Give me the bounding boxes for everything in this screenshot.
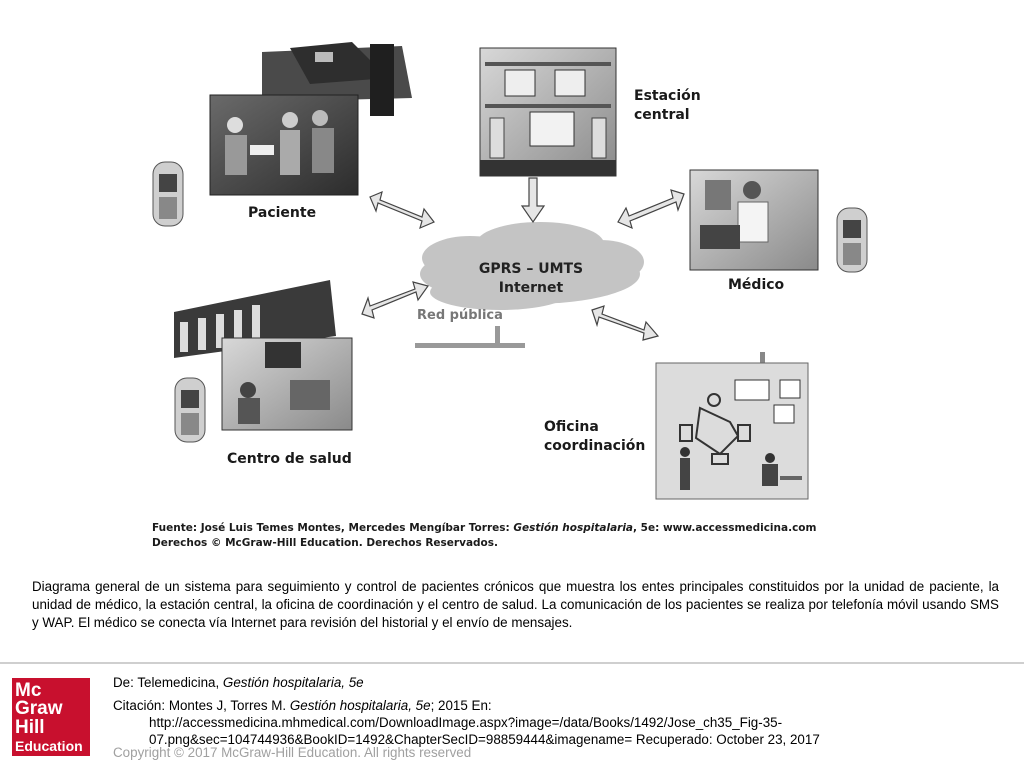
mcgraw-hill-logo: Mc Graw Hill Education (12, 678, 90, 756)
copyright-notice: Copyright © 2017 McGraw-Hill Education. … (113, 745, 472, 760)
node-label-health-center: Centro de salud (227, 451, 352, 467)
node-label-coordination-office: Oficina coordinación (544, 419, 646, 454)
from-prefix: De: Telemedicina, (113, 675, 223, 690)
citation-footer: De: Telemedicina, Gestión hospitalaria, … (113, 674, 820, 748)
figure-source-line2: Derechos © McGraw-Hill Education. Derech… (152, 537, 498, 549)
cloud-label-line2: Internet (498, 280, 564, 296)
node-label-patient: Paciente (248, 205, 317, 221)
source-suffix: , 5e: www.accessmedicina.com (633, 522, 817, 534)
from-book-title: Gestión hospitalaria, 5e (222, 675, 364, 690)
cloud-label-line1: GPRS – UMTS (478, 261, 584, 277)
logo-line-hill: Hill (15, 717, 45, 738)
figure-source-line1: Fuente: José Luis Temes Montes, Mercedes… (152, 522, 816, 534)
citation-book-title: Gestión hospitalaria, 5e (289, 698, 431, 713)
node-label-central-station: Estación central (634, 88, 701, 123)
citation-url-line1[interactable]: http://accessmedicina.mhmedical.com/Down… (149, 715, 783, 730)
mobile-phone-icon (836, 207, 868, 273)
coordination-office-drawing (655, 352, 809, 500)
figure-caption: Diagrama general de un sistema para segu… (32, 579, 999, 630)
health-center-photo (221, 337, 353, 431)
patient-house-image (262, 42, 412, 116)
node-label-doctor: Médico (728, 277, 785, 293)
footer-divider (0, 662, 1024, 664)
footer-from-line: De: Telemedicina, Gestión hospitalaria, … (113, 674, 820, 691)
arrow-office-cloud (591, 305, 660, 341)
citation-prefix: Citación: Montes J, Torres M. (113, 698, 290, 713)
public-network-line (415, 326, 525, 348)
footer-citation-line: Citación: Montes J, Torres M. Gestión ho… (113, 697, 820, 714)
arrow-station-cloud (520, 177, 546, 224)
internet-cloud (420, 222, 644, 310)
source-book-title: Gestión hospitalaria (513, 522, 634, 534)
logo-line-mc: Mc (15, 680, 42, 701)
patient-family-photo (209, 94, 359, 196)
public-network-label: Red pública (417, 308, 503, 323)
diagram-figure: Estación central Paciente Médico Centro … (140, 40, 870, 552)
mobile-phone-icon (174, 377, 206, 443)
source-prefix: Fuente: José Luis Temes Montes, Mercedes… (152, 522, 514, 534)
citation-suffix: ; 2015 En: (430, 698, 492, 713)
logo-line-education: Education (15, 738, 83, 754)
central-station-photo (479, 47, 617, 177)
diagram-graphics (152, 42, 868, 500)
arrow-doctor-cloud (617, 189, 685, 230)
mobile-phone-icon (152, 161, 184, 227)
arrow-healthcenter-cloud (361, 281, 429, 319)
arrow-patient-cloud (369, 190, 435, 230)
citation-url-line2[interactable]: 07.png&sec=104744936&BookID=1492&Chapter… (149, 732, 820, 747)
doctor-photo (689, 169, 819, 271)
logo-line-graw: Graw (15, 698, 63, 719)
